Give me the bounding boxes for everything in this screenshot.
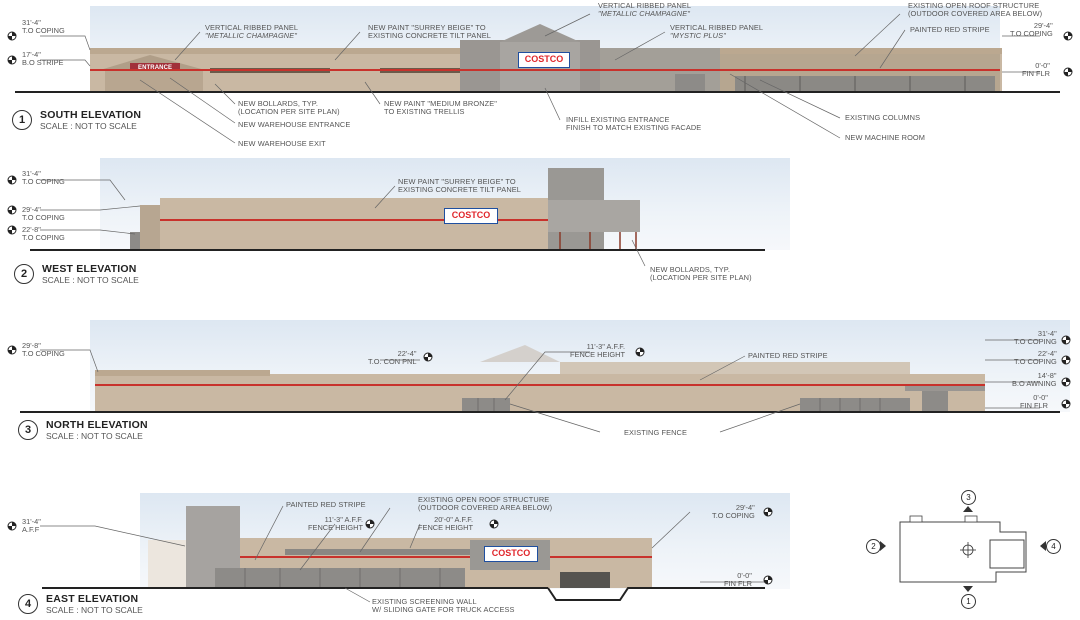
south-note-new-entrance: NEW WAREHOUSE ENTRANCE	[238, 120, 351, 129]
east-open-roof	[285, 549, 470, 555]
south-gable	[500, 24, 580, 42]
south-entrance-sign	[130, 63, 180, 71]
west-level-1: 31'-4"T.O COPING	[22, 169, 65, 186]
west-level-3: 22'-8"T.O COPING	[22, 225, 65, 242]
west-note-bollards: NEW BOLLARDS, TYP.(LOCATION PER SITE PLA…	[650, 265, 752, 282]
south-level-right-2: 0'-0"FIN FLR	[1022, 61, 1050, 78]
east-machine-units	[560, 572, 610, 588]
south-note-open-roof: EXISTING OPEN ROOF STRUCTURE(OUTDOOR COV…	[908, 1, 1043, 18]
north-level-left: 29'-8"T.O COPING	[22, 341, 65, 358]
south-note-machine-room: NEW MACHINE ROOM	[845, 133, 926, 142]
south-note-existing-columns: EXISTING COLUMNS	[845, 113, 921, 122]
south-costco-logo-text: COSTCO	[524, 54, 564, 64]
south-parapet-left	[90, 48, 460, 54]
north-note-existing-fence: EXISTING FENCE	[624, 428, 687, 437]
south-elevation-scale: SCALE : NOT TO SCALE	[40, 121, 137, 131]
east-level-right-1: 29'-4"T.O COPING	[712, 503, 755, 520]
south-note-ribbed-mystic: VERTICAL RIBBED PANEL"MYSTIC PLUS"	[670, 23, 764, 40]
east-costco-logo-text: COSTCO	[491, 548, 531, 558]
north-elevation-number: 3	[18, 420, 38, 440]
west-costco-logo: COSTCO	[444, 208, 498, 224]
west-elevation-scale: SCALE : NOT TO SCALE	[42, 275, 139, 285]
south-parapet-right	[600, 48, 1002, 54]
north-level-fence: 11'-3" A.F.F.FENCE HEIGHT	[570, 342, 626, 359]
east-elevation-scale: SCALE : NOT TO SCALE	[46, 605, 143, 615]
north-level-right-4: 0'-0"FIN FLR	[1020, 393, 1048, 410]
north-door	[922, 391, 948, 412]
south-door-1	[675, 74, 705, 92]
north-level-right-2: 22'-4"T.O COPING	[1014, 349, 1057, 366]
west-wall	[160, 198, 548, 250]
south-note-bollards: NEW BOLLARDS, TYP.(LOCATION PER SITE PLA…	[238, 99, 340, 116]
west-elevation-number: 2	[14, 264, 34, 284]
south-entrance-vestibule	[105, 70, 203, 92]
key-plan-marker-west: 2	[866, 539, 881, 554]
south-level-left-1: 31'-4"T.O COPING	[22, 18, 65, 35]
south-entrance-sign-text: ENTRANCE	[138, 65, 173, 71]
north-level-right-1: 31'-4"T.O COPING	[1014, 329, 1057, 346]
east-note-open-roof: EXISTING OPEN ROOF STRUCTURE(OUTDOOR COV…	[418, 495, 553, 512]
north-level-right-3: 14'-8"B.O AWNING	[1012, 371, 1057, 388]
north-note-red-stripe: PAINTED RED STRIPE	[748, 351, 828, 360]
south-level-markers	[7, 31, 1073, 77]
east-level-fence-2: 20'-0" A.F.F.FENCE HEIGHT	[418, 515, 474, 532]
east-level-right-2: 0'-0"FIN FLR	[724, 571, 752, 588]
south-note-medium-bronze: NEW PAINT "MEDIUM BRONZE"TO EXISTING TRE…	[384, 99, 497, 116]
east-level-left: 31'-4"A.F.F	[22, 517, 41, 534]
east-note-red-stripe: PAINTED RED STRIPE	[286, 500, 366, 509]
east-screening-wall	[215, 568, 465, 588]
south-level-left-2: 17'-4"B.O STRIPE	[22, 50, 64, 67]
east-elevation-number: 4	[18, 594, 38, 614]
north-elevation-scale: SCALE : NOT TO SCALE	[46, 431, 143, 441]
south-level-right-1: 29'-4"T.O COPING	[1010, 21, 1053, 38]
east-costco-logo: COSTCO	[484, 546, 538, 562]
south-note-ribbed-champagne-2: VERTICAL RIBBED PANEL"METALLIC CHAMPAGNE…	[598, 1, 692, 18]
west-canopy	[548, 200, 640, 232]
east-ghost-wall	[148, 540, 190, 588]
west-costco-logo-text: COSTCO	[451, 210, 491, 220]
west-elevation-name: WEST ELEVATION	[42, 263, 137, 275]
key-plan-marker-south: 1	[961, 594, 976, 609]
north-awning	[905, 386, 985, 391]
south-elevation-number: 1	[12, 110, 32, 130]
south-elevation-name: SOUTH ELEVATION	[40, 109, 142, 121]
south-costco-logo: COSTCO	[518, 52, 570, 68]
east-level-fence-1: 11'-3" A.F.F.FENCE HEIGHT	[308, 515, 364, 532]
south-note-red-stripe: PAINTED RED STRIPE	[910, 25, 990, 34]
east-elevation-name: EAST ELEVATION	[46, 593, 139, 605]
north-fence-2	[800, 398, 910, 412]
north-level-con-pnl: 22'-4"T.O. CON PNL	[368, 349, 417, 366]
north-elevation-name: NORTH ELEVATION	[46, 419, 148, 431]
north-fence-1	[462, 398, 510, 412]
south-note-ribbed-champagne-1: VERTICAL RIBBED PANEL"METALLIC CHAMPAGNE…	[205, 23, 299, 40]
key-plan-marker-north: 3	[961, 490, 976, 505]
south-note-new-exit: NEW WAREHOUSE EXIT	[238, 139, 326, 148]
west-level-2: 29'-4"T.O COPING	[22, 205, 65, 222]
key-plan-marker-east: 4	[1046, 539, 1061, 554]
